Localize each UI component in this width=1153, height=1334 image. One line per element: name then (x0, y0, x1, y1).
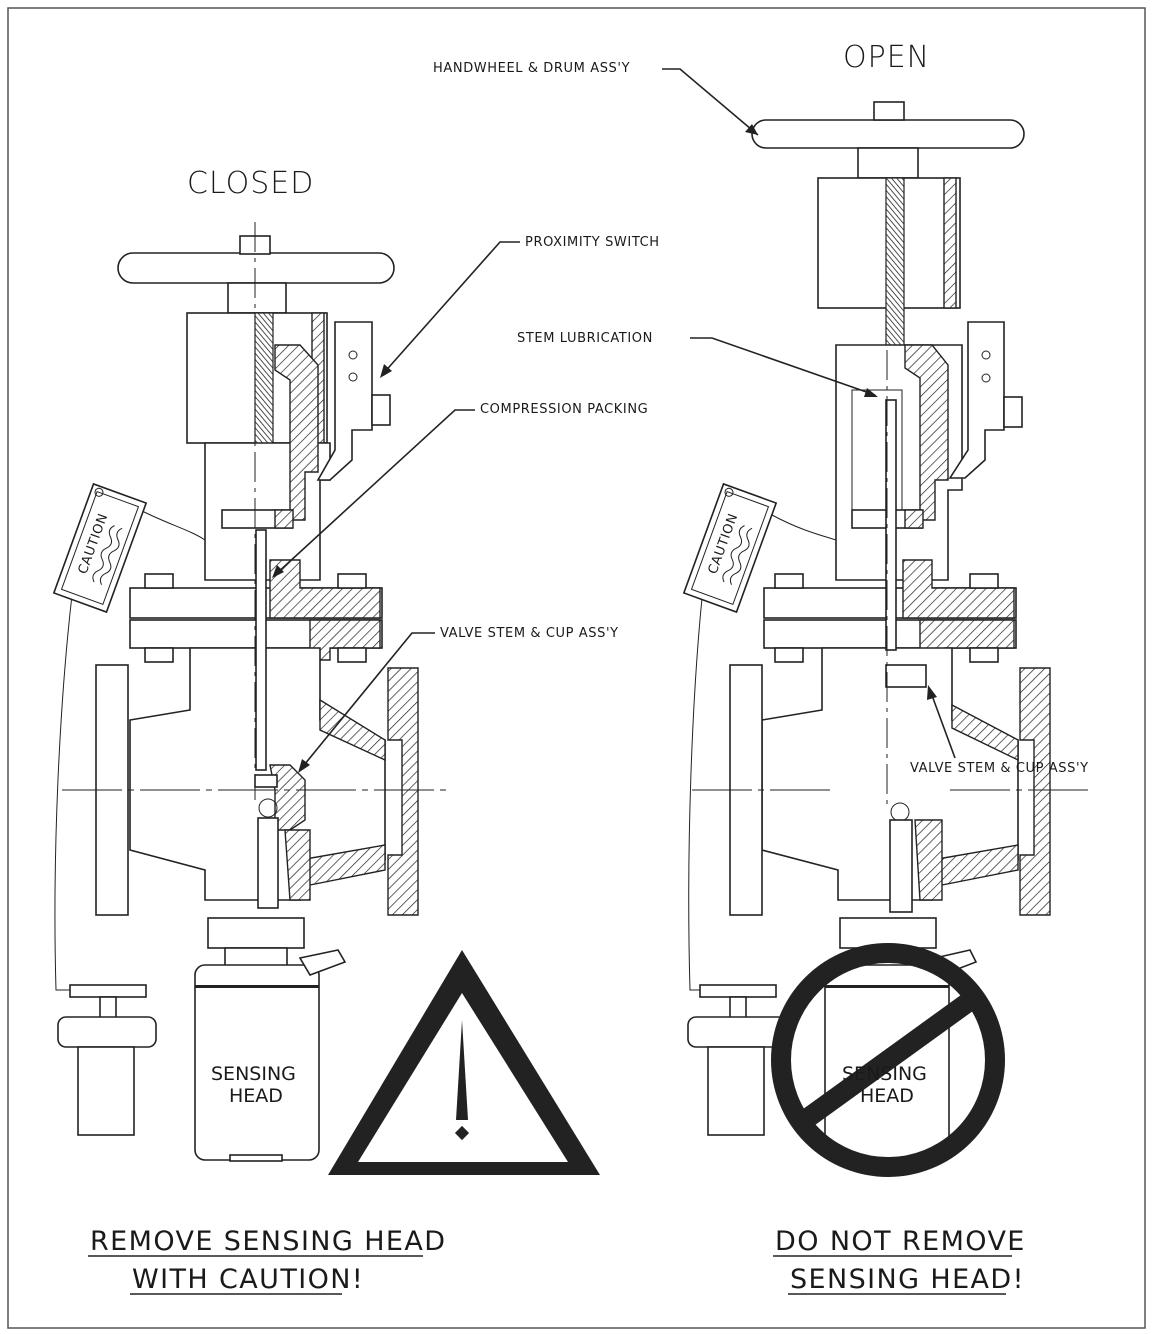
handwheel-label: HANDWHEEL & DRUM ASS'Y (433, 61, 630, 76)
valve-stem-leader-left (299, 632, 435, 771)
sensing-head-text-right-2: HEAD (860, 1085, 914, 1107)
caption-right-line1: DO NOT REMOVE (775, 1226, 1026, 1257)
caution-tag-right: CAUTION (682, 482, 778, 614)
caption-right-line2: SENSING HEAD! (790, 1264, 1025, 1295)
valve-stem-leader-right (929, 689, 956, 759)
sensing-head-text-left-1: SENSING (211, 1063, 296, 1085)
warning-triangle-icon (328, 950, 600, 1175)
caption-left-line2: WITH CAUTION! (132, 1264, 364, 1295)
sensing-head-text-left-2: HEAD (229, 1085, 283, 1107)
sensing-head-text-right-1: SENSING (842, 1063, 927, 1085)
open-label: OPEN (843, 40, 930, 75)
closed-valve-assembly (54, 235, 419, 1162)
stem-lubrication-label: STEM LUBRICATION (517, 331, 653, 346)
compression-packing-label: COMPRESSION PACKING (480, 402, 648, 417)
proximity-switch-leader (381, 241, 520, 376)
stem-lubrication-leader (690, 337, 876, 396)
proximity-switch-left (316, 321, 373, 481)
caption-left-line1: REMOVE SENSING HEAD (90, 1226, 446, 1257)
handwheel-left (117, 252, 395, 284)
proximity-switch-label: PROXIMITY SWITCH (525, 235, 660, 250)
handwheel-leader (662, 68, 759, 136)
proximity-switch-right (948, 321, 1005, 479)
caution-tag-left: CAUTION (52, 482, 148, 614)
valve-stem-label-right: VALVE STEM & CUP ASS'Y (910, 761, 1089, 776)
valve-stem-label-left: VALVE STEM & CUP ASS'Y (440, 626, 619, 641)
open-valve-assembly (687, 101, 1051, 1161)
compression-packing-leader (274, 409, 475, 576)
closed-label: CLOSED (187, 166, 314, 201)
drawing-border (7, 7, 1146, 1329)
prohibition-icon (771, 943, 1005, 1177)
handwheel-right (751, 119, 1025, 149)
